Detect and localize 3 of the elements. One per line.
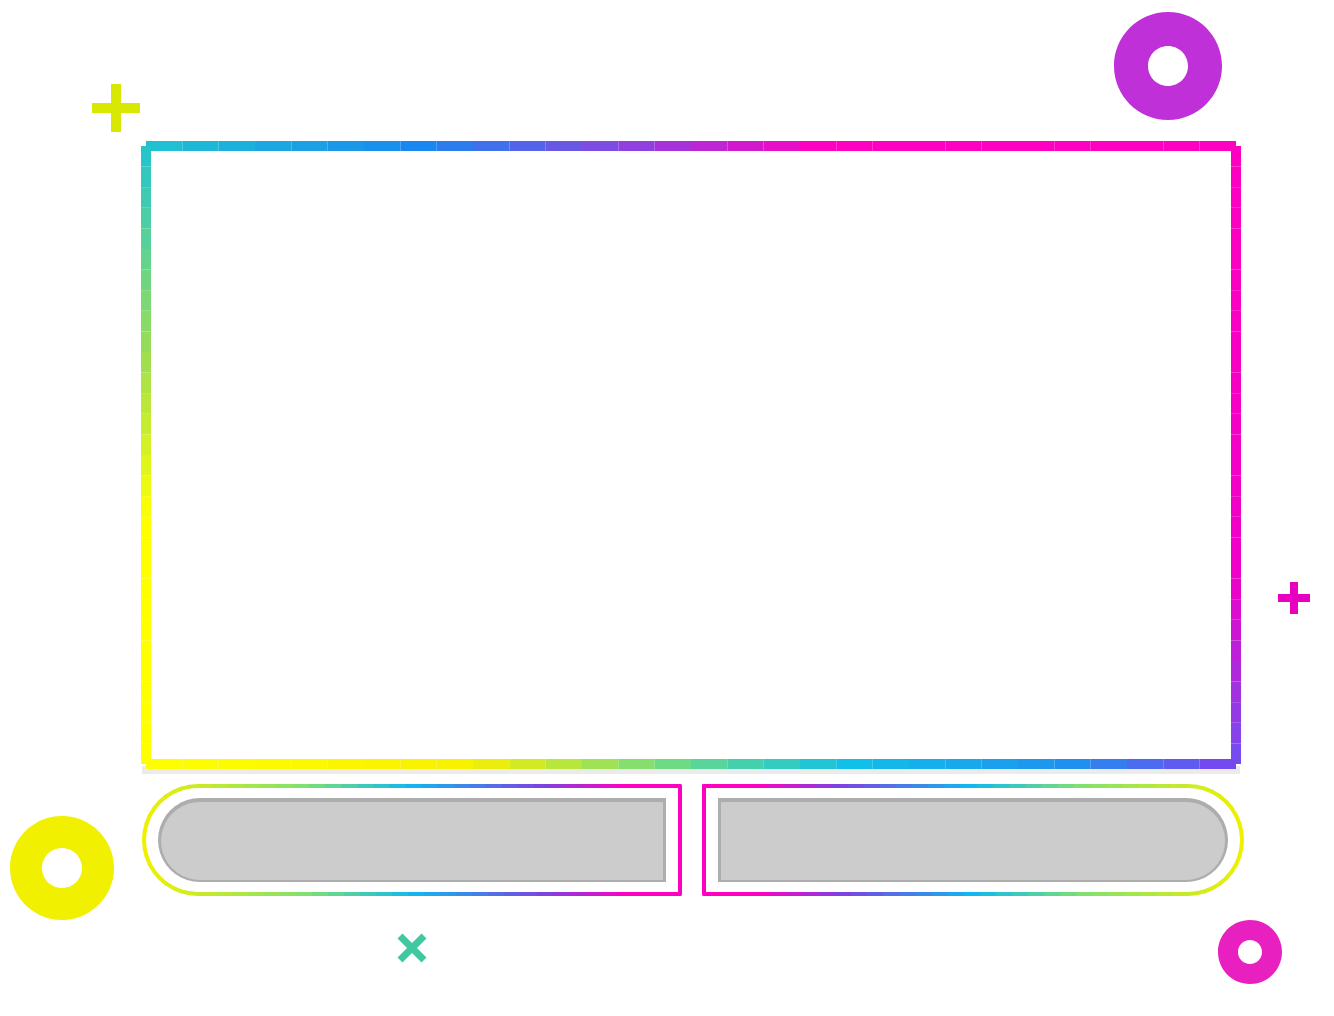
frame-box bbox=[141, 141, 1241, 774]
pill-bar bbox=[142, 783, 682, 896]
pill-bar bbox=[702, 783, 1244, 896]
